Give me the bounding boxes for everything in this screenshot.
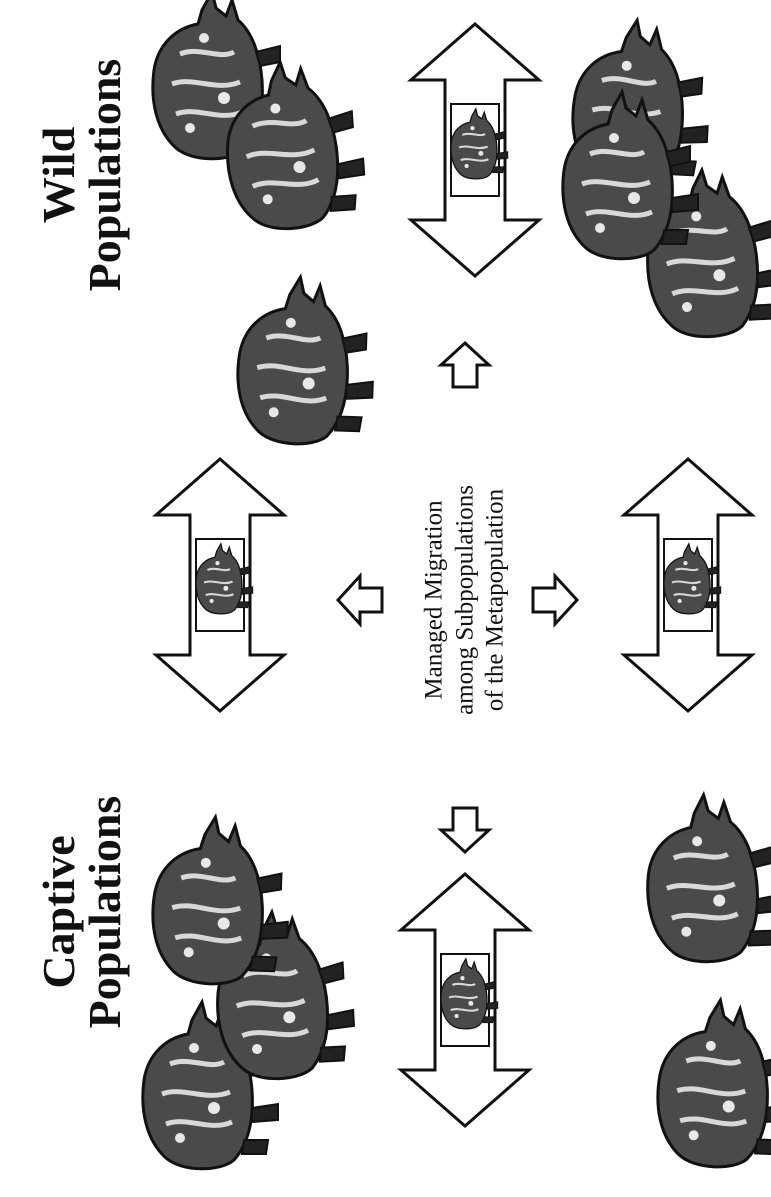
wild-populations-title: Wild Populations [33,58,130,292]
migration-label-line3: of the Metapopulation [481,488,509,712]
block-arrow-icon [437,340,493,389]
wild-title-line1: Wild [33,126,84,224]
wild-title-line2: Populations [79,58,130,292]
migration-label: Managed Migration among Subpopulations o… [419,485,511,715]
captive-title-line2: Populations [79,795,130,1029]
double-headed-arrow-icon [399,872,531,1128]
captive-rhino-5 [644,792,771,963]
captive-title-line1: Captive [33,835,84,989]
wild-rhino-3 [235,275,376,446]
block-arrow-icon [335,572,384,628]
migration-label-line1: Managed Migration [420,500,448,700]
captive-populations-title: Captive Populations [33,795,130,1029]
captive-rhino-3 [150,815,291,986]
block-arrow-icon [531,572,580,628]
block-arrow-icon [437,806,493,855]
double-headed-arrow-icon [409,22,541,278]
captive-rhino-4 [655,998,771,1169]
migration-label-line2: among Subpopulations [450,485,478,715]
double-headed-arrow-icon [622,457,754,713]
double-headed-arrow-icon [154,457,286,713]
